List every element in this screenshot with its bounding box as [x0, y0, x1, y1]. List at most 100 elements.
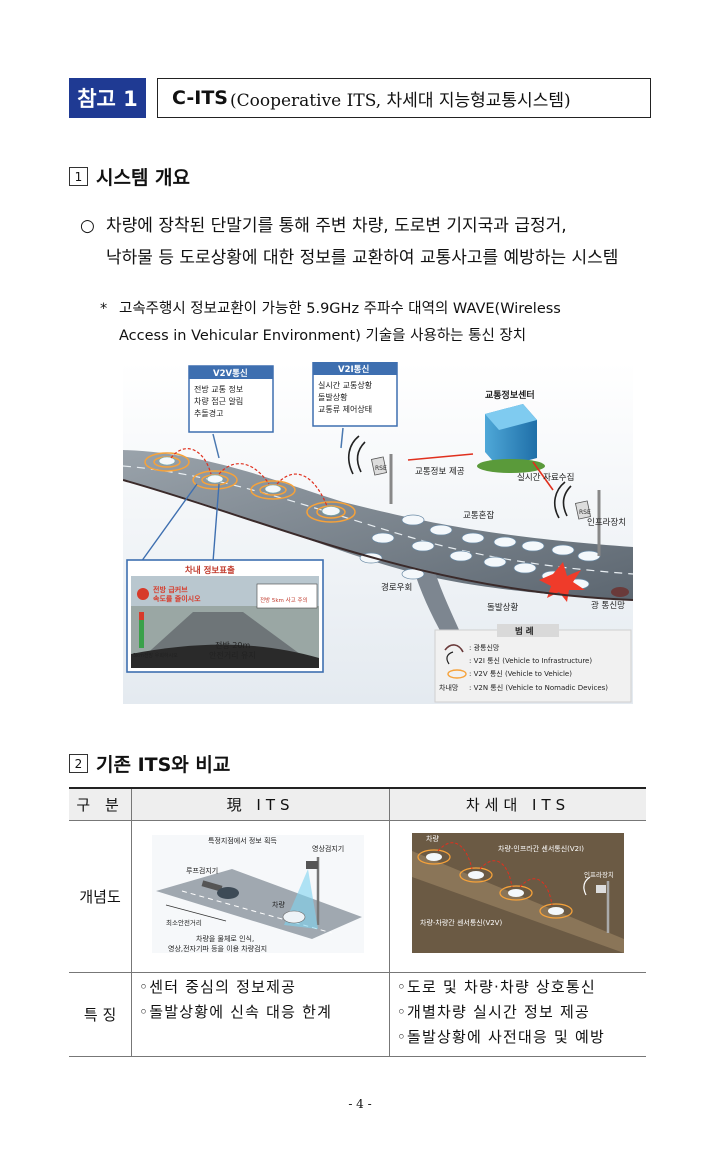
screen-popup: 전방 5km 사고 주의 — [260, 596, 308, 604]
traffic-center-icon — [477, 404, 545, 473]
next-concept-cell: 차량 차량-인프라간 센서통신(V2I) 인프라장치 차량-차량간 센서통신(V… — [389, 820, 646, 973]
reference-label: 참고 1 — [69, 78, 146, 118]
infra-device-label: 인프라장치 — [587, 517, 626, 528]
screen-warning: 전방 급커브 — [153, 585, 188, 594]
legend-item: : V2I 통신 (Vehicle to Infrastructure) — [469, 656, 592, 665]
car-icon — [217, 887, 240, 899]
screen-warning: 속도를 줄이시오 — [153, 594, 201, 603]
row-label-concept: 개념도 — [69, 820, 132, 973]
legend-title: 범 례 — [515, 626, 534, 637]
figure-label: 차량을 물체로 인식, — [196, 934, 254, 943]
feature-item: ◦돌발상황에 신속 대응 한계 — [139, 1003, 333, 1021]
fiber-icon — [611, 587, 629, 597]
v2v-item: 전방 교통 정보 — [194, 384, 243, 394]
loop-detector-icon — [201, 880, 223, 892]
realtime-collect-label: 실시간 자료수집 — [517, 472, 574, 483]
section-2-number: 2 — [69, 754, 88, 773]
v2v-cars — [417, 842, 573, 919]
wave-note: * 고속주행시 정보교환이 가능한 5.9GHz 주파수 대역의 WAVE(Wi… — [100, 296, 659, 350]
section-2-title: 기존 ITS와 비교 — [96, 754, 231, 776]
v2v-cars — [144, 448, 356, 523]
section-1-title: 시스템 개요 — [96, 167, 191, 189]
legend-prefix: 차내망 — [439, 683, 459, 692]
current-feature-cell: ◦센터 중심의 정보제공 ◦돌발상황에 신속 대응 한계 — [131, 972, 390, 1057]
figure-label: 영상검지기 — [312, 844, 344, 853]
car-icon — [264, 484, 282, 494]
feature-item: ◦돌발상황에 사전대응 및 예방 — [397, 1028, 605, 1046]
info-provide-label: 교통정보 제공 — [415, 466, 465, 477]
section-1-heading: 1 시스템 개요 — [69, 163, 190, 190]
rse-label: RSE — [579, 509, 591, 516]
detour-label: 경로우회 — [381, 582, 412, 593]
figure-label: 차량 — [272, 900, 285, 909]
legend-v2v-icon — [447, 669, 467, 679]
v2i-item: 실시간 교통상황 — [318, 380, 373, 390]
overview-paragraph: ○ 차량에 장착된 단말기를 통해 주변 차량, 도로변 기지국과 급정거, 낙… — [80, 210, 666, 274]
paragraph-line: 차량에 장착된 단말기를 통해 주변 차량, 도로변 기지국과 급정거, — [106, 216, 567, 236]
figure-label: 차량 — [426, 834, 439, 843]
invehicle-title: 차내 정보표출 — [185, 565, 235, 576]
paragraph-line: 낙하물 등 도로상황에 대한 정보를 교환하여 교통사고를 예방하는 시스템 — [106, 248, 619, 268]
section-1-number: 1 — [69, 167, 88, 186]
v2v-title: V2V통신 — [213, 368, 248, 379]
current-concept-cell: 특정지점에서 정보 획득 영상검지기 루프검지기 차량 최소안전거리 차량을 물… — [131, 820, 390, 973]
screen-distance: 안전거리 유지 — [209, 650, 256, 660]
legend-item: : 광통신망 — [469, 643, 500, 652]
car-icon — [206, 474, 224, 484]
figure-label: 차량-인프라간 센서통신(V2I) — [498, 844, 584, 853]
figure-label: 인프라장치 — [584, 870, 614, 879]
table-row: 특 징 ◦센터 중심의 정보제공 ◦돌발상황에 신속 대응 한계 ◦도로 및 차… — [69, 972, 646, 1057]
rse-pole-right: RSE — [553, 481, 601, 556]
table-row: 개념도 특정지점에서 정보 획득 영상검지기 루프검지기 차량 최소안전거리 차… — [69, 820, 646, 973]
section-2-heading: 2 기존 ITS와 비교 — [69, 750, 230, 777]
paragraph-bullet: ○ — [80, 216, 95, 236]
car-icon — [158, 456, 176, 466]
v2i-title: V2I통신 — [338, 364, 369, 375]
car-icon — [321, 506, 341, 516]
fiber-label: 광 통신망 — [591, 600, 625, 611]
congestion-label: 교통혼잡 — [463, 510, 494, 521]
rse-pole-left: RSE — [347, 435, 393, 504]
car-icon — [282, 910, 306, 924]
feature-item: ◦개별차량 실시간 정보 제공 — [397, 1003, 590, 1021]
next-feature-cell: ◦도로 및 차량·차량 상호통신 ◦개별차량 실시간 정보 제공 ◦돌발상황에 … — [389, 972, 646, 1057]
feature-item: ◦센터 중심의 정보제공 — [139, 978, 297, 996]
note-marker: * — [100, 301, 108, 317]
table-header-row: 구 분 現 ITS 차세대 ITS — [69, 787, 646, 821]
header-category: 구 분 — [69, 787, 132, 821]
incident-icon — [539, 562, 585, 602]
feature-item: ◦도로 및 차량·차량 상호통신 — [397, 978, 596, 996]
header-current: 現 ITS — [131, 787, 390, 821]
rse-icon — [596, 885, 606, 893]
road — [412, 851, 624, 953]
figure-label: 영상,전자기파 등을 이용 차량검지 — [168, 944, 267, 953]
figure-label: 특정지점에서 정보 획득 — [208, 836, 277, 845]
title-main: C-ITS — [172, 87, 228, 109]
note-line: 고속주행시 정보교환이 가능한 5.9GHz 주파수 대역의 WAVE(Wire… — [119, 301, 561, 317]
c-its-diagram: RSE RSE 교통정보센터 교통정보 제공 실시간 자료수집 교통혼잡 인프라… — [123, 362, 633, 704]
title-sub: (Cooperative ITS, 차세대 지능형교통시스템) — [229, 90, 571, 111]
v2i-item: 돌발상황 — [318, 392, 348, 402]
incident-label: 돌발상황 — [487, 602, 518, 613]
legend — [434, 629, 632, 703]
page-number: - 4 - — [348, 1097, 372, 1111]
next-its-figure: 차량 차량-인프라간 센서통신(V2I) 인프라장치 차량-차량간 센서통신(V… — [412, 833, 624, 953]
screen-small-text: 3km전방 우회하시오 — [133, 652, 178, 659]
current-its-figure: 특정지점에서 정보 획득 영상검지기 루프검지기 차량 최소안전거리 차량을 물… — [152, 835, 365, 953]
comparison-table: 구 분 現 ITS 차세대 ITS 개념도 특정지점에서 정보 획득 영상검지기… — [69, 787, 646, 1057]
row-label-feature: 특 징 — [69, 972, 132, 1057]
legend-item: : V2V 통신 (Vehicle to Vehicle) — [469, 669, 572, 678]
camera-icon — [306, 861, 319, 869]
warning-icon — [137, 588, 149, 600]
header-next: 차세대 ITS — [389, 787, 646, 821]
legend-v2i-icon — [446, 651, 454, 665]
v2v-item: 추돌경고 — [194, 408, 223, 418]
note-line: Access in Vehicular Environment) 기술을 사용하… — [119, 328, 527, 344]
traffic-center-label: 교통정보센터 — [485, 389, 535, 401]
legend-fiber-icon — [444, 644, 464, 653]
legend-item: : V2N 통신 (Vehicle to Nomadic Devices) — [469, 683, 608, 692]
congested-cars — [359, 514, 601, 590]
v2i-item: 교통류 제어상태 — [318, 404, 372, 414]
rse-label: RSE — [375, 465, 387, 472]
screen-distance: 전방 20m — [215, 640, 250, 650]
